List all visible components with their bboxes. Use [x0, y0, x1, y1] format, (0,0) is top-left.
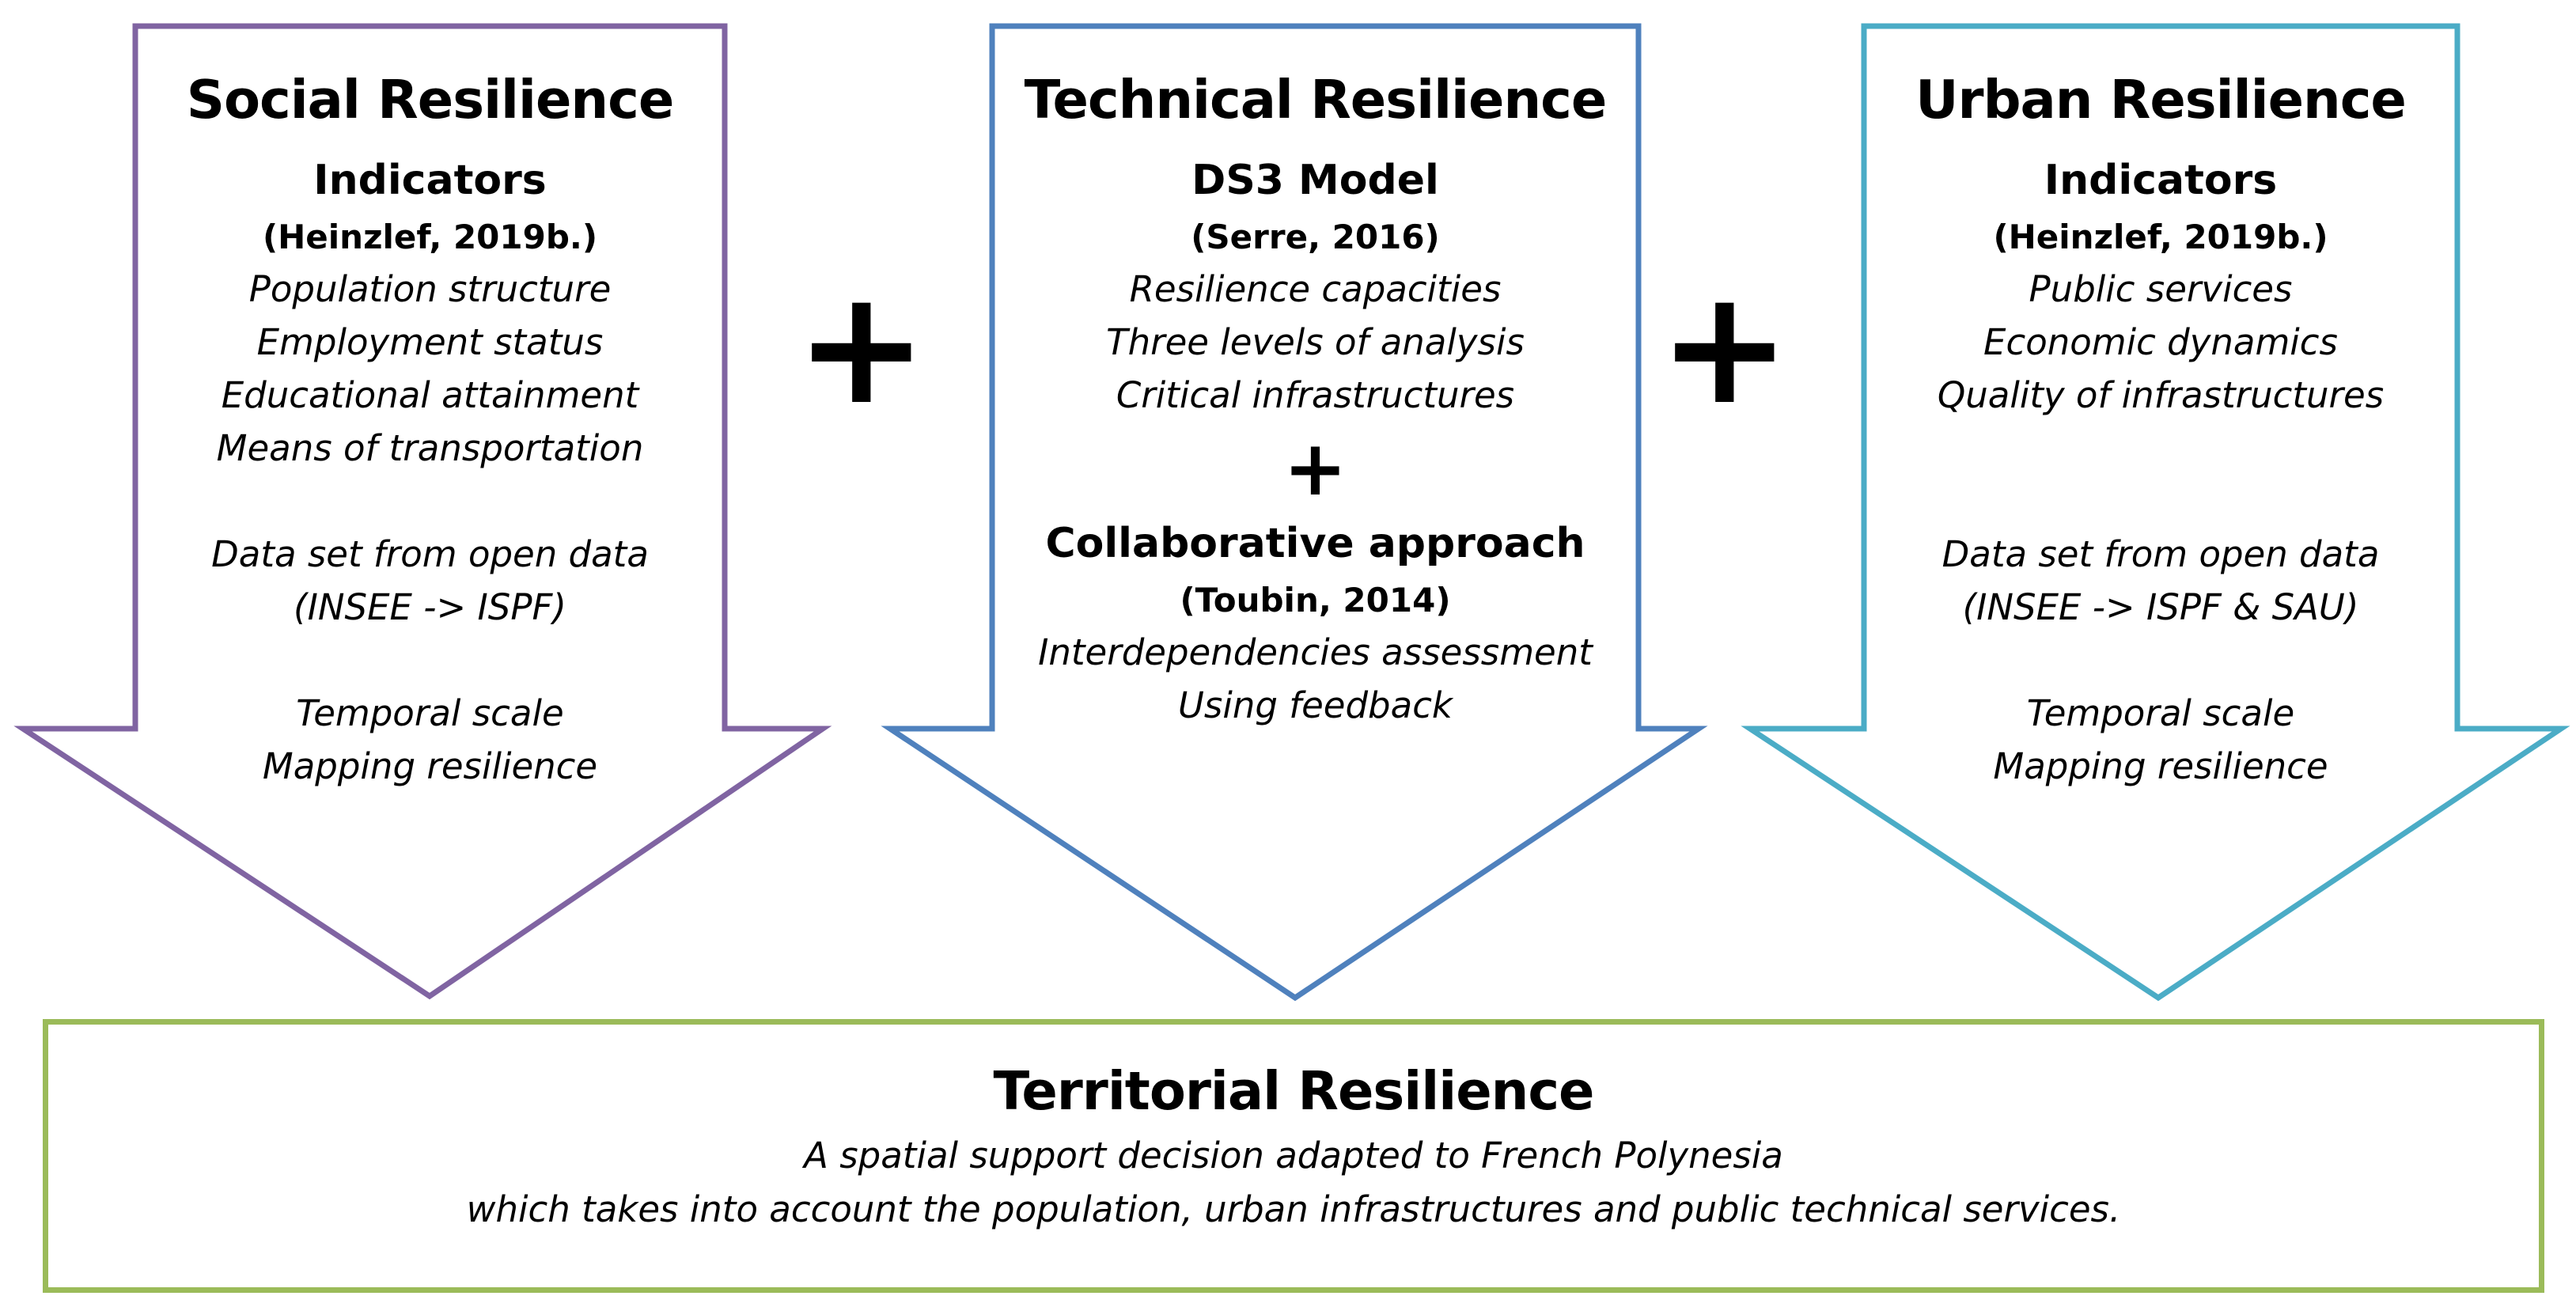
technical-item: Resilience capacities: [1129, 268, 1502, 310]
social-extra-item: Temporal scale: [296, 692, 564, 734]
social-item: Means of transportation: [216, 427, 644, 469]
technical-subtitle-2: Collaborative approach: [1045, 520, 1585, 567]
social-title: Social Resilience: [186, 69, 675, 131]
urban-resilience-panel: Urban Resilience Indicators (Heinzlef, 2…: [1864, 62, 2457, 793]
social-subtitle: Indicators: [313, 157, 547, 204]
urban-extra-item: Temporal scale: [2026, 692, 2295, 734]
social-data-line: Data set from open data: [211, 533, 649, 575]
urban-data-line: Data set from open data: [1941, 533, 2380, 575]
technical-inner-plus: +: [1283, 424, 1347, 513]
urban-data-line: (INSEE -> ISPF & SAU): [1962, 586, 2359, 628]
urban-item: Quality of infrastructures: [1937, 374, 2385, 416]
social-item: Employment status: [256, 321, 604, 363]
social-reference: (Heinzlef, 2019b.): [262, 218, 598, 256]
technical-subtitle: DS3 Model: [1191, 157, 1439, 204]
urban-subtitle: Indicators: [2044, 157, 2278, 204]
territorial-title: Territorial Resilience: [993, 1060, 1595, 1122]
urban-item: Economic dynamics: [1983, 321, 2338, 363]
technical-reference: (Serre, 2016): [1191, 218, 1440, 256]
plus-sign-2: +: [1658, 256, 1791, 440]
territorial-line: A spatial support decision adapted to Fr…: [804, 1135, 1783, 1176]
territorial-line: which takes into account the population,…: [466, 1188, 2121, 1230]
technical-arrow-outline: [881, 23, 1708, 1002]
urban-item: Public services: [2029, 268, 2293, 310]
technical-item: Three levels of analysis: [1106, 321, 1525, 363]
social-arrow-outline: [13, 23, 832, 1000]
technical-reference-2: (Toubin, 2014): [1180, 581, 1451, 620]
technical-title: Technical Resilience: [1024, 69, 1608, 131]
technical-item: Critical infrastructures: [1116, 374, 1515, 416]
social-resilience-panel: Social Resilience Indicators (Heinzlef, …: [135, 62, 725, 793]
technical-item-2: Interdependencies assessment: [1038, 631, 1593, 673]
urban-arrow-outline: [1741, 23, 2570, 1002]
urban-title: Urban Resilience: [1915, 69, 2407, 131]
technical-item-2: Using feedback: [1178, 684, 1453, 726]
social-extra-item: Mapping resilience: [262, 745, 598, 787]
urban-extra-item: Mapping resilience: [1993, 745, 2328, 787]
social-item: Educational attainment: [221, 374, 639, 416]
social-item: Population structure: [248, 268, 612, 310]
social-data-line: (INSEE -> ISPF): [294, 586, 566, 628]
urban-reference: (Heinzlef, 2019b.): [1993, 218, 2328, 256]
technical-resilience-panel: Technical Resilience DS3 Model (Serre, 2…: [992, 62, 1638, 732]
plus-sign-1: +: [795, 256, 928, 440]
territorial-resilience-box: Territorial Resilience A spatial support…: [43, 1019, 2544, 1293]
